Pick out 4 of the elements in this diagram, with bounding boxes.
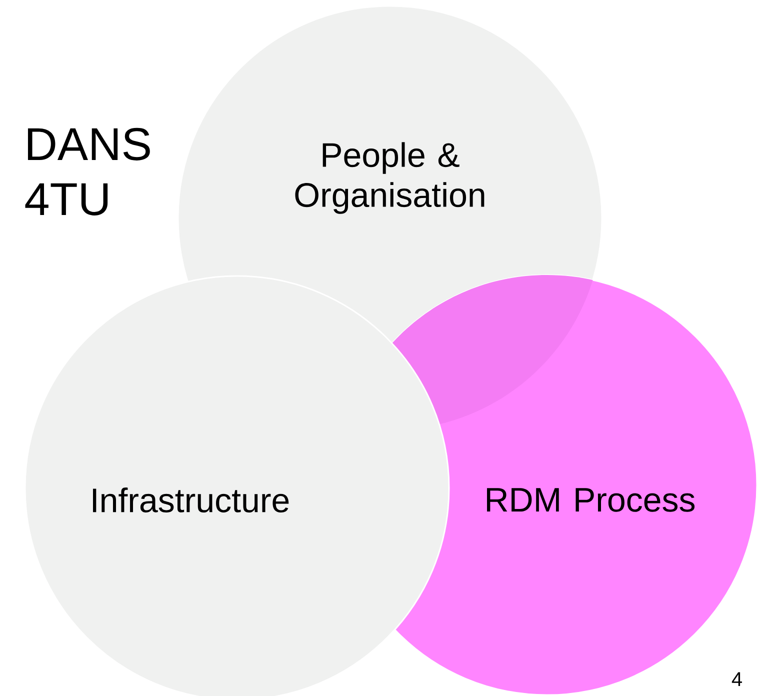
title-text: DANS	[28, 128, 150, 160]
node-label: Infrastructure	[92, 488, 289, 512]
title-text: 4TU	[25, 183, 108, 216]
page-number: 4	[732, 672, 742, 686]
